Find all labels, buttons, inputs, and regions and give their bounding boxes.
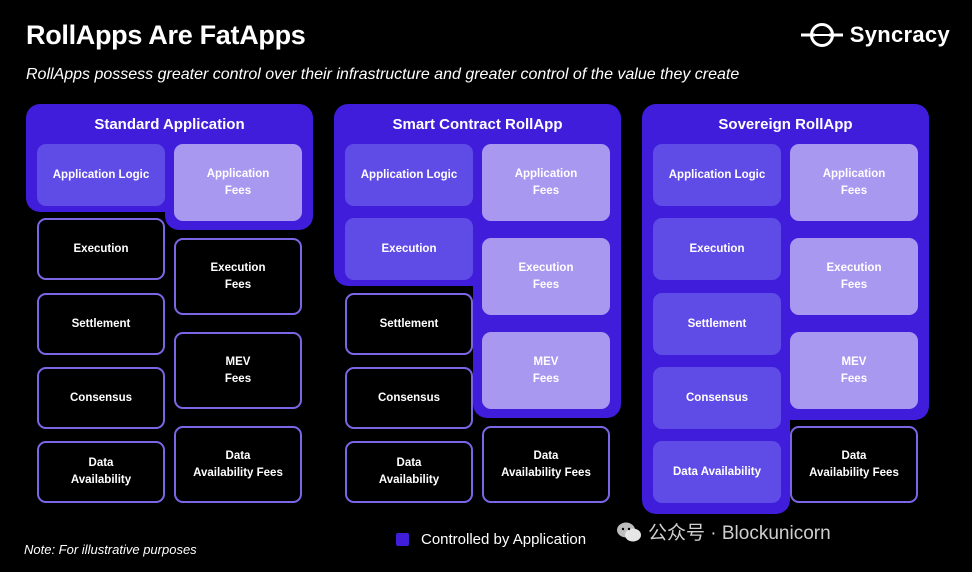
box-data-availability-fees: Data Availability Fees — [482, 426, 610, 503]
column-title: Smart Contract RollApp — [392, 116, 563, 133]
box-data-availability-fees: Data Availability Fees — [790, 426, 918, 503]
box-mev-fees: MEV Fees — [790, 332, 918, 409]
wechat-icon — [617, 522, 641, 541]
watermark-text: 公众号 · Blockunicorn — [648, 523, 831, 544]
box-settlement: Settlement — [653, 293, 781, 355]
box-settlement: Settlement — [37, 293, 165, 355]
box-mev-fees: MEV Fees — [482, 332, 610, 409]
box-application-fees: Application Fees — [482, 144, 610, 221]
box-data-availability: Data Availability — [653, 441, 781, 503]
box-settlement: Settlement — [345, 293, 473, 355]
box-mev-fees: MEV Fees — [174, 332, 302, 409]
legend-label: Controlled by Application — [421, 531, 587, 548]
column-title: Sovereign RollApp — [718, 116, 853, 133]
box-application-logic: Application Logic — [37, 144, 165, 206]
column-title: Standard Application — [94, 116, 245, 133]
box-execution: Execution — [653, 218, 781, 280]
legend-swatch — [396, 533, 409, 546]
page-title: RollApps Are FatApps — [26, 20, 306, 50]
box-consensus: Consensus — [653, 367, 781, 429]
box-application-logic: Application Logic — [653, 144, 781, 206]
box-execution-fees: Execution Fees — [790, 238, 918, 315]
box-data-availability: Data Availability — [37, 441, 165, 503]
page-subtitle: RollApps possess greater control over th… — [26, 66, 740, 83]
box-application-logic: Application Logic — [345, 144, 473, 206]
box-consensus: Consensus — [345, 367, 473, 429]
box-execution-fees: Execution Fees — [482, 238, 610, 315]
box-application-fees: Application Fees — [790, 144, 918, 221]
box-consensus: Consensus — [37, 367, 165, 429]
box-execution: Execution — [345, 218, 473, 280]
legend: Controlled by Application — [396, 531, 586, 548]
footnote: Note: For illustrative purposes — [24, 542, 197, 557]
box-data-availability-fees: Data Availability Fees — [174, 426, 302, 503]
watermark: 公众号 · Blockunicorn — [616, 518, 831, 545]
syncracy-logo-icon — [800, 23, 843, 47]
box-data-availability: Data Availability — [345, 441, 473, 503]
box-execution: Execution — [37, 218, 165, 280]
box-execution-fees: Execution Fees — [174, 238, 302, 315]
syncracy-logo: Syncracy — [800, 20, 950, 50]
box-application-fees: Application Fees — [174, 144, 302, 221]
logo-text: Syncracy — [849, 22, 950, 47]
